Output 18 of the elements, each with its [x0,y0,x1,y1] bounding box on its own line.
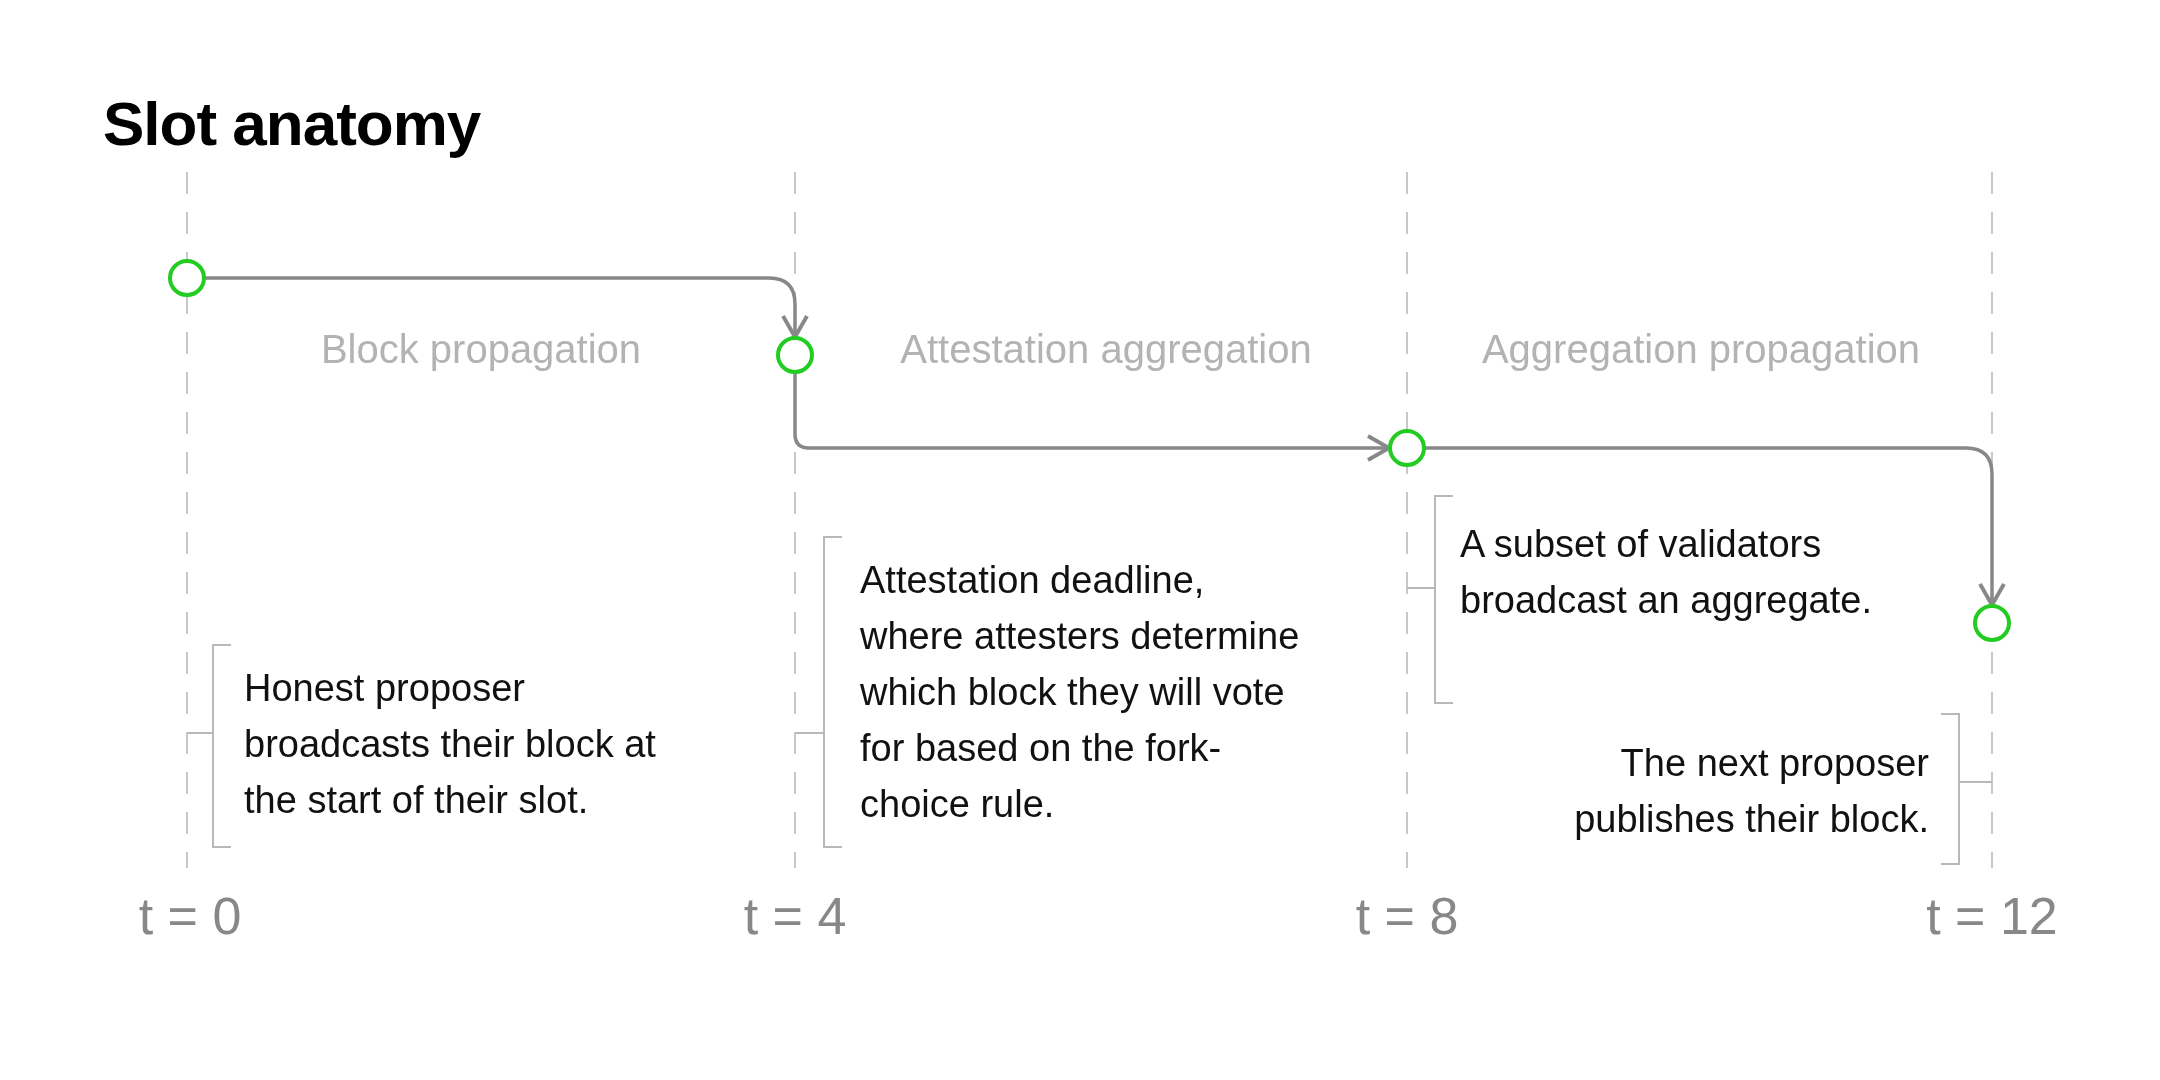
annotation-text: The next proposer publishes their block. [1573,741,1929,842]
milestone-circle [1387,428,1427,468]
milestone-circle [1972,603,2012,643]
phase-label: Aggregation propagation [1481,326,1921,372]
arrow [1425,446,2006,607]
annotation-text: Honest proposer broadcasts their block at the start of their slot. [244,666,657,823]
time-label: t = 4 [743,886,847,946]
phase-label: Attestation aggregation [900,326,1312,372]
phase-label: Block propagation [320,326,642,372]
time-label: t = 8 [1355,886,1459,946]
milestone-circle [167,258,207,298]
annotation-text: Attestation deadline, where attesters determine which block they will vote for based on the fork-choice rule. [860,558,1301,827]
time-label: t = 0 [138,886,242,946]
milestone-circle [775,335,815,375]
arrow [205,276,809,339]
title: Slot anatomy [103,88,481,159]
annotation-text: A subset of validators broadcast an aggregate. [1460,522,1873,623]
time-label: t = 12 [1926,886,2058,946]
